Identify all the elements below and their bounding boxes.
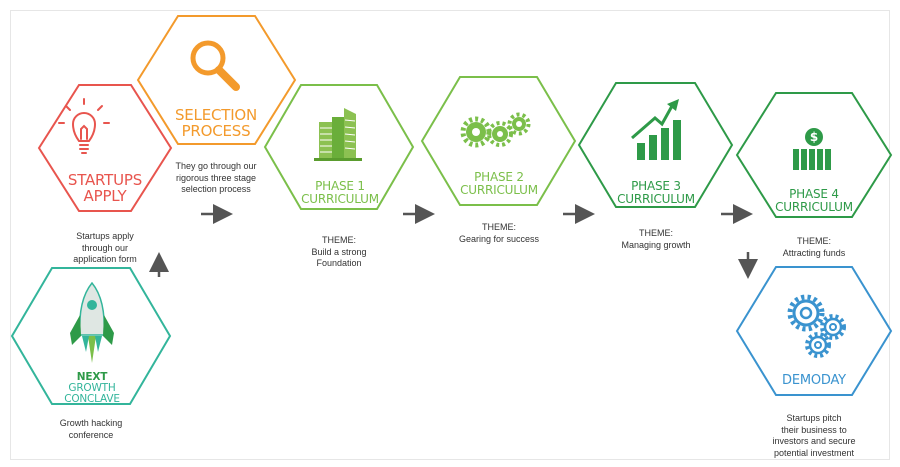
title-line: CURRICULUM: [775, 199, 853, 214]
growth-chart-icon: [631, 99, 681, 160]
title-line: APPLY: [83, 186, 127, 205]
lightbulb-icon: [58, 98, 110, 154]
stage-description-selection-process: They go through our rigorous three stage…: [156, 161, 276, 196]
stage-title-startups-apply: STARTUPS APPLY: [30, 171, 180, 205]
stage-description-phase4: THEME: Attracting funds: [758, 236, 870, 259]
description-line: Growth hacking: [59, 418, 123, 428]
stage-description-phase3: THEME: Managing growth: [600, 228, 712, 251]
svg-text:$: $: [810, 130, 818, 144]
title-line: PHASE 1: [315, 179, 365, 193]
stage-title-phase2: PHASE 2 CURRICULUM: [438, 171, 560, 196]
gears-icon: [460, 112, 531, 148]
rocket-icon: [70, 281, 114, 363]
title-line: SELECTION: [174, 106, 258, 124]
stage-description-next-growth-conclave: Growth hacking conference: [36, 418, 146, 441]
description-line: potential investment: [773, 448, 855, 459]
title-line: PHASE 2: [474, 170, 524, 184]
description-line: Startups apply: [76, 231, 134, 241]
description-line: Build a strong: [311, 246, 367, 257]
buildings-icon: [314, 108, 362, 161]
hexagon-startups-apply: [37, 84, 173, 212]
title-line: PHASE 4: [789, 187, 839, 201]
title-line: CONCLAVE: [64, 393, 120, 406]
stage-description-demoday: Startups pitch their business to investo…: [756, 413, 872, 460]
title-line: PHASE 3: [631, 179, 681, 193]
description-line: their business to: [781, 424, 847, 435]
description-line: selection process: [181, 184, 251, 195]
description-line: application form: [73, 254, 137, 265]
stage-title-next-growth-conclave: NEXT GROWTH CONCLAVE: [40, 371, 144, 406]
title-line: CURRICULUM: [301, 191, 379, 206]
description-line: conference: [68, 429, 114, 440]
stage-title-phase1: PHASE 1 CURRICULUM: [280, 180, 400, 205]
theme-label: THEME:: [481, 222, 516, 232]
theme-label: THEME:: [796, 236, 831, 246]
title-line: CURRICULUM: [617, 191, 695, 206]
stage-description-startups-apply: Startups apply through our application f…: [45, 231, 165, 266]
theme-label: THEME:: [638, 228, 673, 238]
stage-title-phase3: PHASE 3 CURRICULUM: [595, 180, 717, 205]
stage-title-demoday: DEMODAY: [752, 374, 876, 388]
hexagon-selection-process: [136, 15, 297, 145]
magnifier-icon: [190, 40, 240, 91]
title-line: STARTUPS: [67, 171, 143, 189]
description-line: They go through our: [175, 161, 257, 171]
diagram-frame: [10, 10, 890, 460]
description-line: Managing growth: [621, 239, 691, 250]
description-line: Gearing for success: [458, 233, 540, 244]
description-line: investors and secure: [772, 436, 856, 447]
description-line: Startups pitch: [786, 413, 842, 423]
description-line: rigorous three stage: [175, 172, 257, 183]
description-line: through our: [81, 242, 129, 253]
cogs-icon: [787, 294, 846, 358]
hexagon-demoday: [735, 266, 893, 396]
stage-description-phase1: THEME: Build a strong Foundation: [284, 235, 394, 270]
stage-title-selection-process: SELECTION PROCESS: [140, 106, 292, 140]
title-line: PROCESS: [181, 121, 251, 140]
title-line: GROWTH: [68, 382, 116, 395]
title-line: DEMODAY: [782, 373, 846, 388]
description-line: Attracting funds: [782, 247, 846, 258]
money-bars-icon: $: [793, 128, 831, 170]
title-line: NEXT: [76, 371, 108, 383]
description-line: Foundation: [316, 258, 362, 269]
stage-title-phase4: PHASE 4 CURRICULUM: [752, 188, 876, 213]
theme-label: THEME:: [321, 235, 356, 245]
title-line: CURRICULUM: [460, 182, 538, 197]
stage-description-phase2: THEME: Gearing for success: [443, 222, 555, 245]
